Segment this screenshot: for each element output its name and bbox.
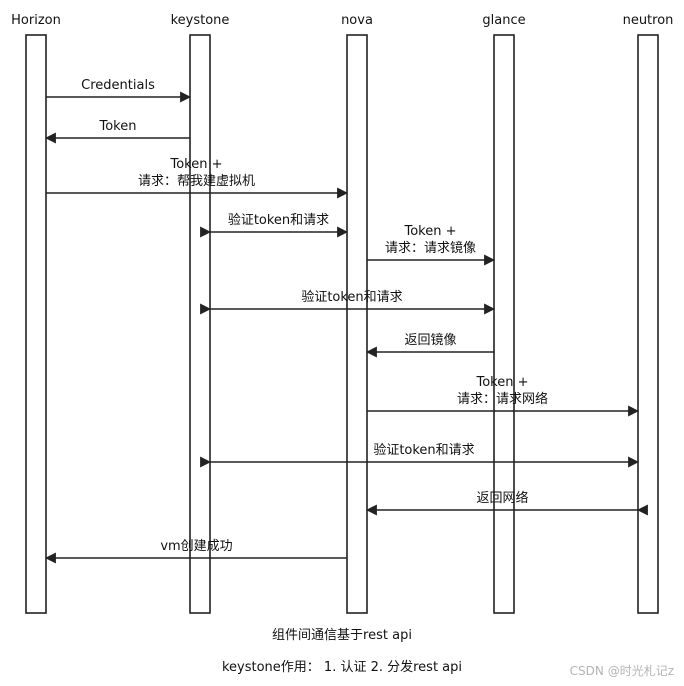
actor-label-keystone: keystone (171, 13, 230, 28)
lifeline-keystone (189, 34, 211, 614)
actor-label-neutron: neutron (623, 13, 674, 28)
message-label-network-request-line1: Token + (475, 375, 528, 390)
actor-label-nova: nova (341, 13, 373, 28)
message-label-return-image: 返回镜像 (404, 333, 456, 348)
message-label-return-network: 返回网络 (476, 490, 528, 506)
message-label-verify-token-glance: 验证token和请求 (301, 289, 402, 305)
message-label-create-vm-request-line2: 请求：帮我建虚拟机 (138, 174, 255, 189)
footer-note-communication: 组件间通信基于rest api (272, 628, 412, 643)
actor-label-glance: glance (482, 13, 525, 28)
message-label-verify-token-nova: 验证token和请求 (228, 212, 329, 228)
message-label-vm-created: vm创建成功 (160, 539, 232, 554)
actor-label-horizon: Horizon (11, 13, 61, 28)
lifeline-nova (346, 34, 368, 614)
message-label-network-request-line2: 请求：请求网络 (457, 391, 548, 407)
message-label-image-request-line1: Token + (403, 224, 456, 239)
message-label-token: Token (99, 119, 137, 134)
message-label-image-request-line2: 请求：请求镜像 (385, 241, 476, 256)
message-label-create-vm-request-line1: Token + (169, 157, 222, 172)
lifeline-neutron (637, 34, 659, 614)
lifeline-glance (493, 34, 515, 614)
footer-note-keystone-role: keystone作用： 1. 认证 2. 分发rest api (221, 660, 463, 675)
lifeline-horizon (25, 34, 47, 614)
message-label-credentials: Credentials (81, 78, 155, 93)
message-label-verify-token-neutron: 验证token和请求 (373, 442, 474, 458)
watermark: CSDN @时光札记z (569, 664, 674, 678)
